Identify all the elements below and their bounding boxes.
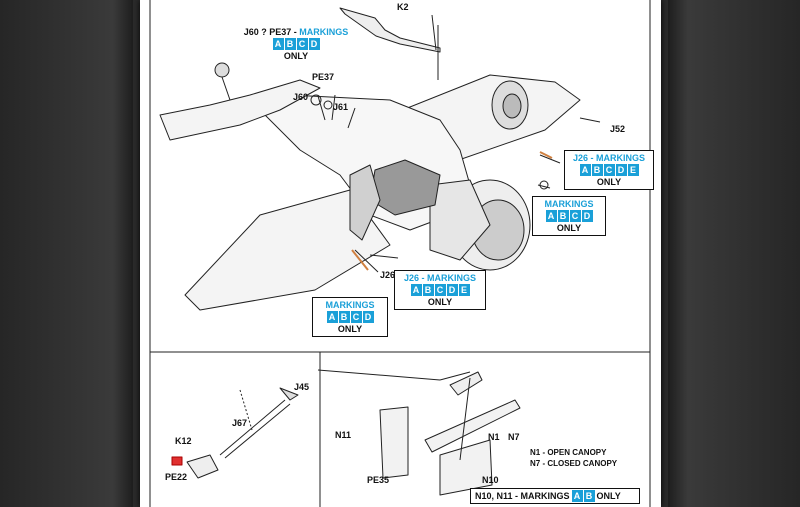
label-j52: J52 (610, 124, 626, 134)
markings-lower-center-letters: A B C D E (399, 284, 481, 296)
marking-letter-d: D (446, 284, 458, 296)
markings-bottom: N10, N11 - MARKINGS A B ONLY (470, 488, 640, 504)
marking-letter-c: C (569, 210, 581, 222)
label-pe22: PE22 (165, 472, 188, 482)
marking-letter-b: B (284, 38, 296, 50)
markings-lower-left-title: MARKINGS (325, 300, 375, 310)
markings-right-letters: A B C D E (569, 164, 649, 176)
markings-right-only: ONLY (596, 177, 622, 187)
canopy-n10 (439, 439, 493, 496)
markings-top-only: ONLY (283, 51, 309, 61)
marking-letter-e: E (627, 164, 639, 176)
label-n7: N7 (508, 432, 520, 442)
marking-letter-b: B (591, 164, 603, 176)
label-j67: J67 (232, 418, 248, 428)
legend-closed-canopy: N7 - CLOSED CANOPY (530, 459, 618, 468)
canopy-side-n11 (379, 406, 409, 479)
label-j26: J26 (380, 270, 396, 280)
marking-letter-e: E (458, 284, 470, 296)
marking-letter-a: A (579, 164, 591, 176)
markings-bottom-letters: A B (571, 490, 595, 502)
marking-letter-a: A (272, 38, 284, 50)
label-k12: K12 (175, 436, 192, 446)
marking-letter-d: D (581, 210, 593, 222)
marking-letter-a: A (410, 284, 422, 296)
markings-top-title: MARKINGS (299, 27, 349, 37)
markings-lower-center: J26 - MARKINGS A B C D E ONLY (394, 270, 486, 310)
markings-mid-title: MARKINGS (544, 199, 594, 209)
label-k2: K2 (397, 2, 409, 12)
marking-letter-c: C (350, 311, 362, 323)
label-j61: J61 (333, 102, 349, 112)
legend-open-canopy: N1 - OPEN CANOPY (530, 448, 607, 457)
marking-letter-d: D (308, 38, 320, 50)
label-j60: J60 (293, 92, 309, 102)
assembly-drawing (149, 0, 651, 507)
label-n10: N10 (482, 475, 499, 485)
markings-right: J26 - MARKINGS A B C D E ONLY (564, 150, 654, 190)
left-window-bezel (0, 0, 133, 507)
label-pe35: PE35 (367, 475, 390, 485)
label-j45: J45 (294, 382, 310, 392)
marking-letter-d: D (615, 164, 627, 176)
markings-top: J60 ? PE37 - MARKINGS A B C D ONLY (240, 27, 352, 61)
markings-mid-letters: A B C D (537, 210, 601, 222)
right-window-bezel (668, 0, 800, 507)
label-n1: N1 (488, 432, 500, 442)
label-pe37: PE37 (312, 72, 335, 82)
markings-bottom-only: ONLY (596, 491, 621, 501)
markings-mid: MARKINGS A B C D ONLY (532, 196, 606, 236)
markings-lower-center-title: J26 - MARKINGS (403, 273, 476, 283)
part-pe22 (171, 456, 183, 466)
marking-letter-c: C (434, 284, 446, 296)
markings-lower-left-only: ONLY (337, 324, 363, 334)
markings-lower-center-only: ONLY (427, 297, 453, 307)
marking-letter-a: A (545, 210, 557, 222)
tail-plane (159, 79, 321, 141)
marking-letter-d: D (362, 311, 374, 323)
part-k2-strip (339, 7, 441, 53)
marking-letter-c: C (296, 38, 308, 50)
canopy-legend: N1 - OPEN CANOPY N7 - CLOSED CANOPY (530, 447, 617, 469)
marking-letter-a: A (326, 311, 338, 323)
label-j60-pe37: J60 ? PE37 - (243, 27, 297, 37)
canopy-frame-n1 (424, 399, 521, 453)
markings-lower-left-letters: A B C D (317, 311, 383, 323)
marking-letter-a: A (571, 490, 583, 502)
markings-mid-only: ONLY (556, 223, 582, 233)
marking-letter-c: C (603, 164, 615, 176)
marking-letter-b: B (557, 210, 569, 222)
wing-left (184, 189, 391, 311)
tail-wheel (214, 62, 230, 78)
markings-lower-left: MARKINGS A B C D ONLY (312, 297, 388, 337)
markings-top-letters: A B C D (240, 38, 352, 50)
marking-letter-b: B (338, 311, 350, 323)
part-k12 (186, 454, 219, 479)
marking-letter-b: B (583, 490, 595, 502)
label-n11: N11 (335, 430, 352, 440)
markings-right-title: J26 - MARKINGS (572, 153, 645, 163)
markings-bottom-title: N10, N11 - MARKINGS (475, 491, 570, 501)
instruction-sheet: K2 PE37 J60 J61 J52 J26 J60 ? PE37 - MAR… (140, 0, 661, 507)
marking-letter-b: B (422, 284, 434, 296)
